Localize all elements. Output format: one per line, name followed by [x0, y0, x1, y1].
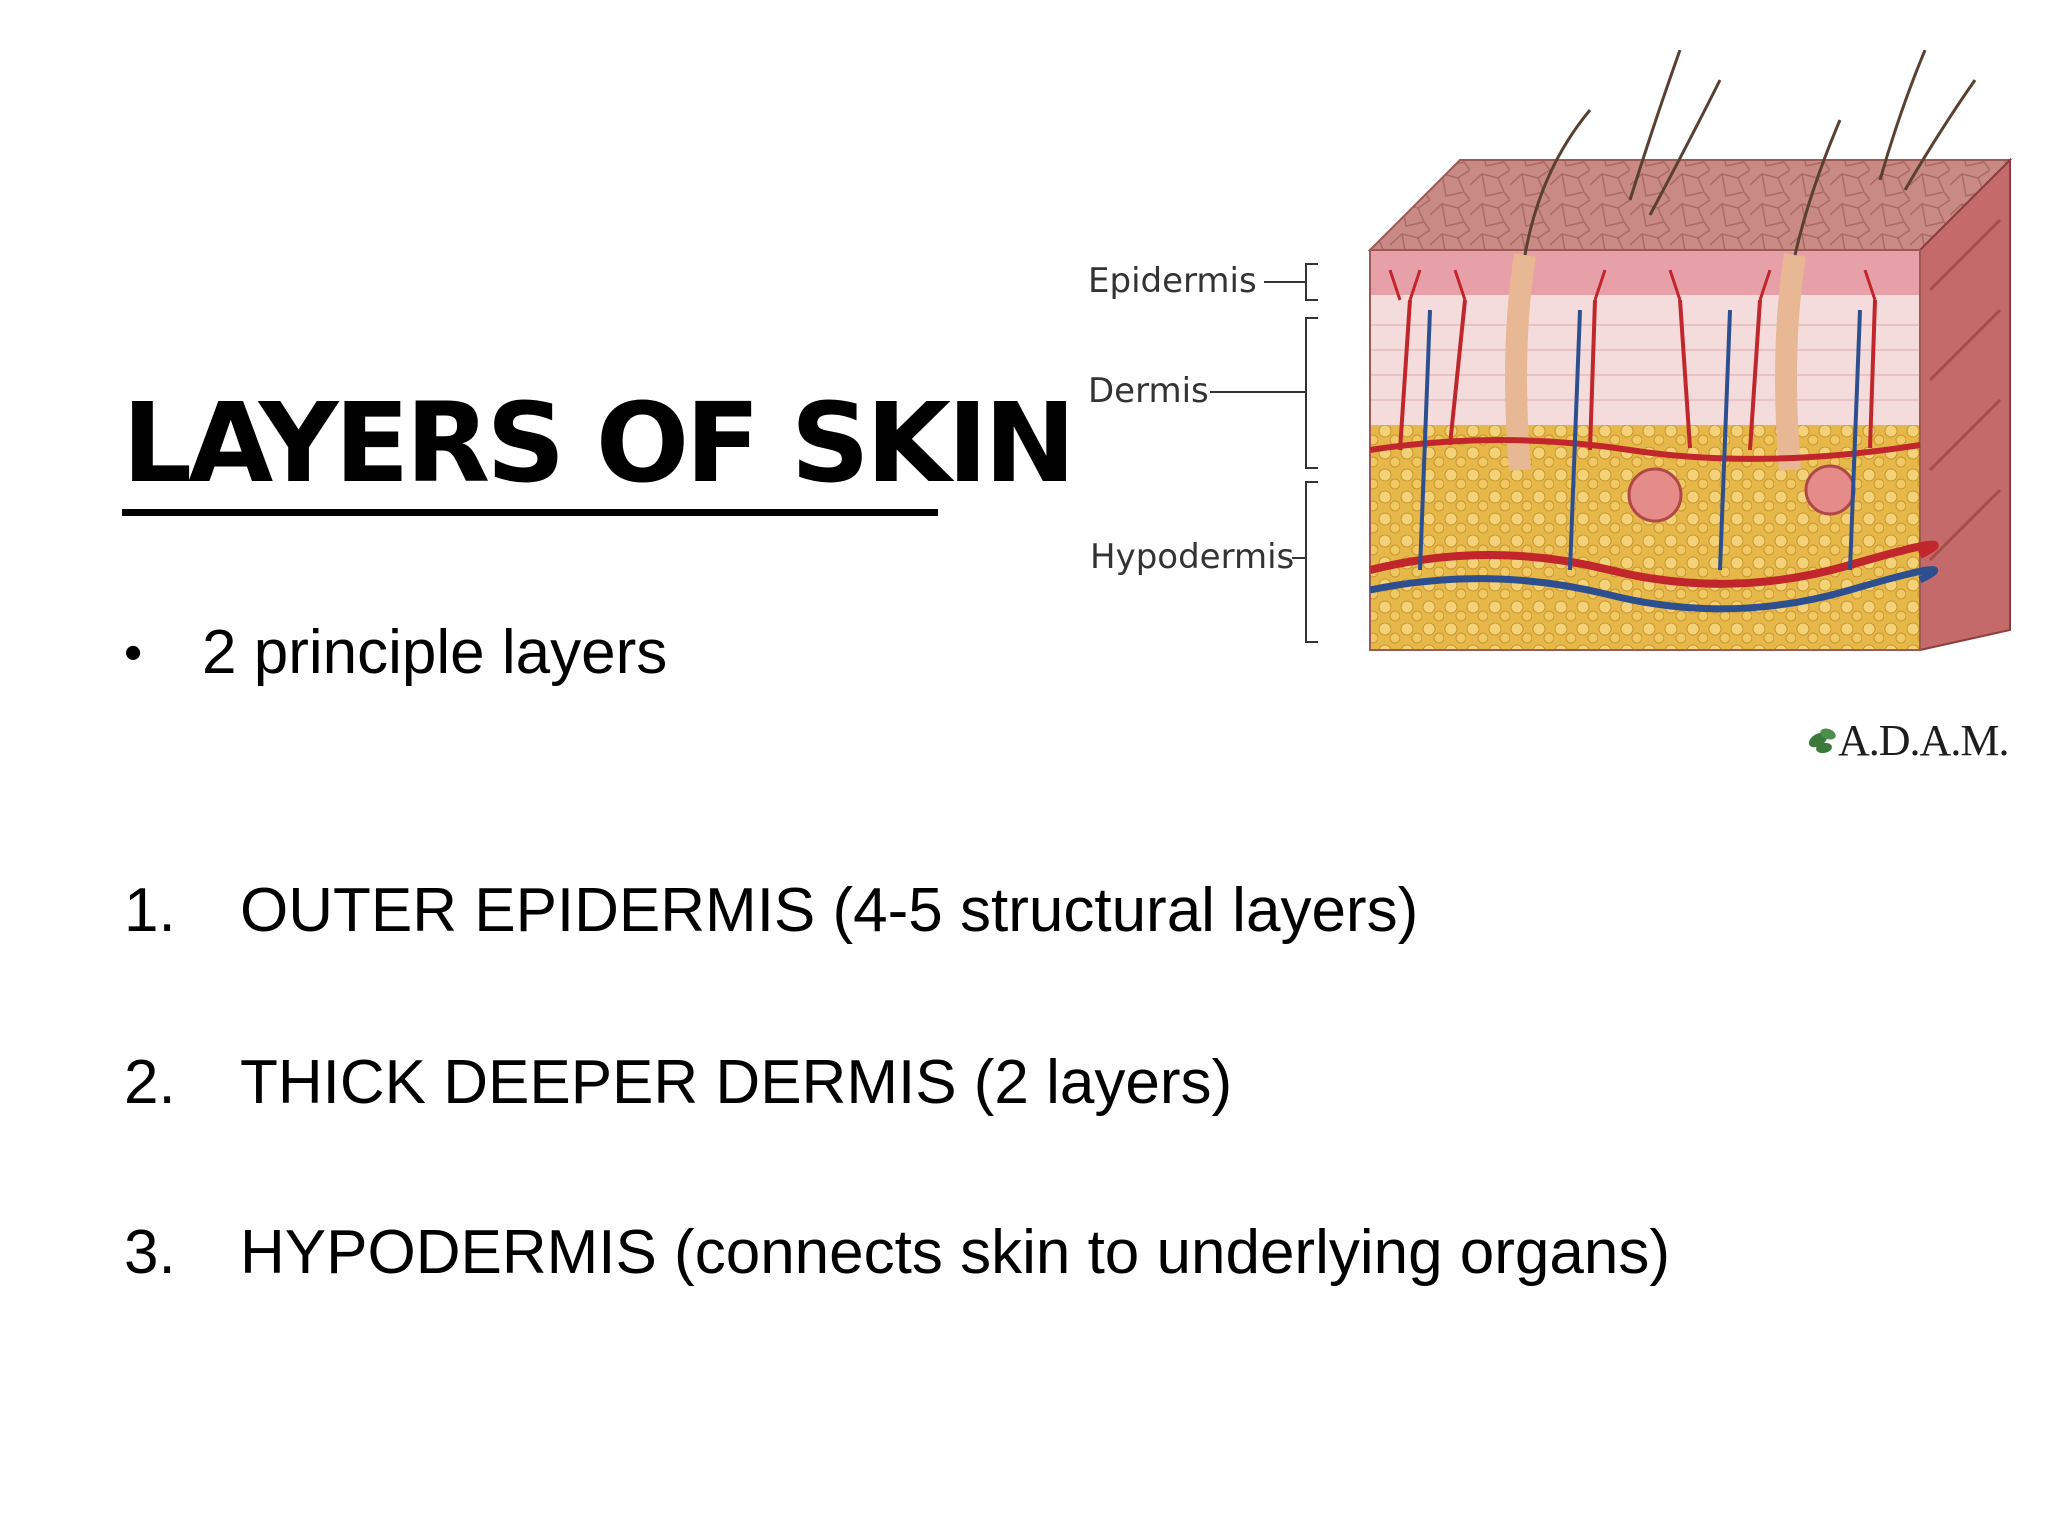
- label-epidermis: Epidermis: [1088, 261, 1257, 301]
- list-item: 2. THICK DEEPER DERMIS (2 layers): [124, 1052, 1232, 1114]
- bullet-item: • 2 principle layers: [124, 622, 667, 684]
- skin-illustration: [1210, 49, 2013, 754]
- skin-diagram: Epidermis Dermis Hypodermis A.D.A.M.: [1070, 49, 2040, 790]
- list-number: 3.: [124, 1218, 176, 1287]
- list-text: HYPODERMIS (connects skin to underlying …: [240, 1218, 1671, 1287]
- list-text: THICK DEEPER DERMIS (2 layers): [240, 1048, 1233, 1117]
- list-text: OUTER EPIDERMIS (4-5 structural layers): [240, 876, 1419, 945]
- list-item: 3. HYPODERMIS (connects skin to underlyi…: [124, 1222, 1670, 1284]
- list-item: 1. OUTER EPIDERMIS (4-5 structural layer…: [124, 880, 1418, 942]
- page-title: LAYERS OF SKIN: [122, 379, 1076, 507]
- list-number: 2.: [124, 1048, 176, 1117]
- list-number: 1.: [124, 876, 176, 945]
- title-underline: [122, 509, 938, 516]
- bullet-marker: •: [124, 624, 143, 682]
- epidermis-layer: [1370, 250, 1920, 295]
- hypodermis-layer: [1370, 425, 1920, 650]
- adam-logo: A.D.A.M.: [1838, 716, 2009, 765]
- label-hypodermis: Hypodermis: [1090, 537, 1295, 577]
- bullet-text: 2 principle layers: [202, 618, 668, 687]
- leaf-icon: [1808, 728, 1836, 754]
- label-dermis: Dermis: [1088, 371, 1209, 411]
